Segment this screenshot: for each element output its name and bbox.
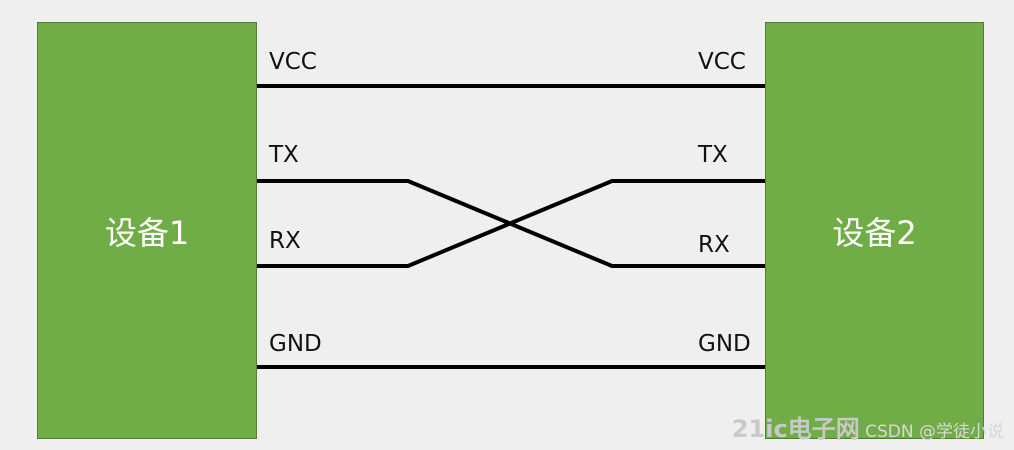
left-pin-gnd-label: GND: [269, 331, 322, 357]
device-2-block: 设备2: [765, 22, 984, 439]
watermark: 21ic电子网 CSDN @学徒小说: [732, 409, 1004, 444]
left-pin-rx-label: RX: [269, 228, 301, 254]
watermark-brand: 21ic电子网: [731, 415, 860, 443]
wire-rx-to-tx: [257, 179, 765, 268]
right-pin-tx-label: TX: [698, 142, 728, 168]
right-pin-rx-label: RX: [698, 232, 730, 258]
device-2-label: 设备2: [832, 213, 917, 252]
watermark-text: CSDN @学徒小说: [865, 422, 1004, 442]
left-pin-tx-label: TX: [269, 142, 299, 168]
device-1-block: 设备1: [37, 22, 257, 439]
right-pin-vcc-label: VCC: [698, 49, 746, 75]
right-pin-gnd-label: GND: [698, 331, 751, 357]
device-1-label: 设备1: [104, 213, 190, 252]
left-pin-vcc-label: VCC: [269, 49, 317, 75]
